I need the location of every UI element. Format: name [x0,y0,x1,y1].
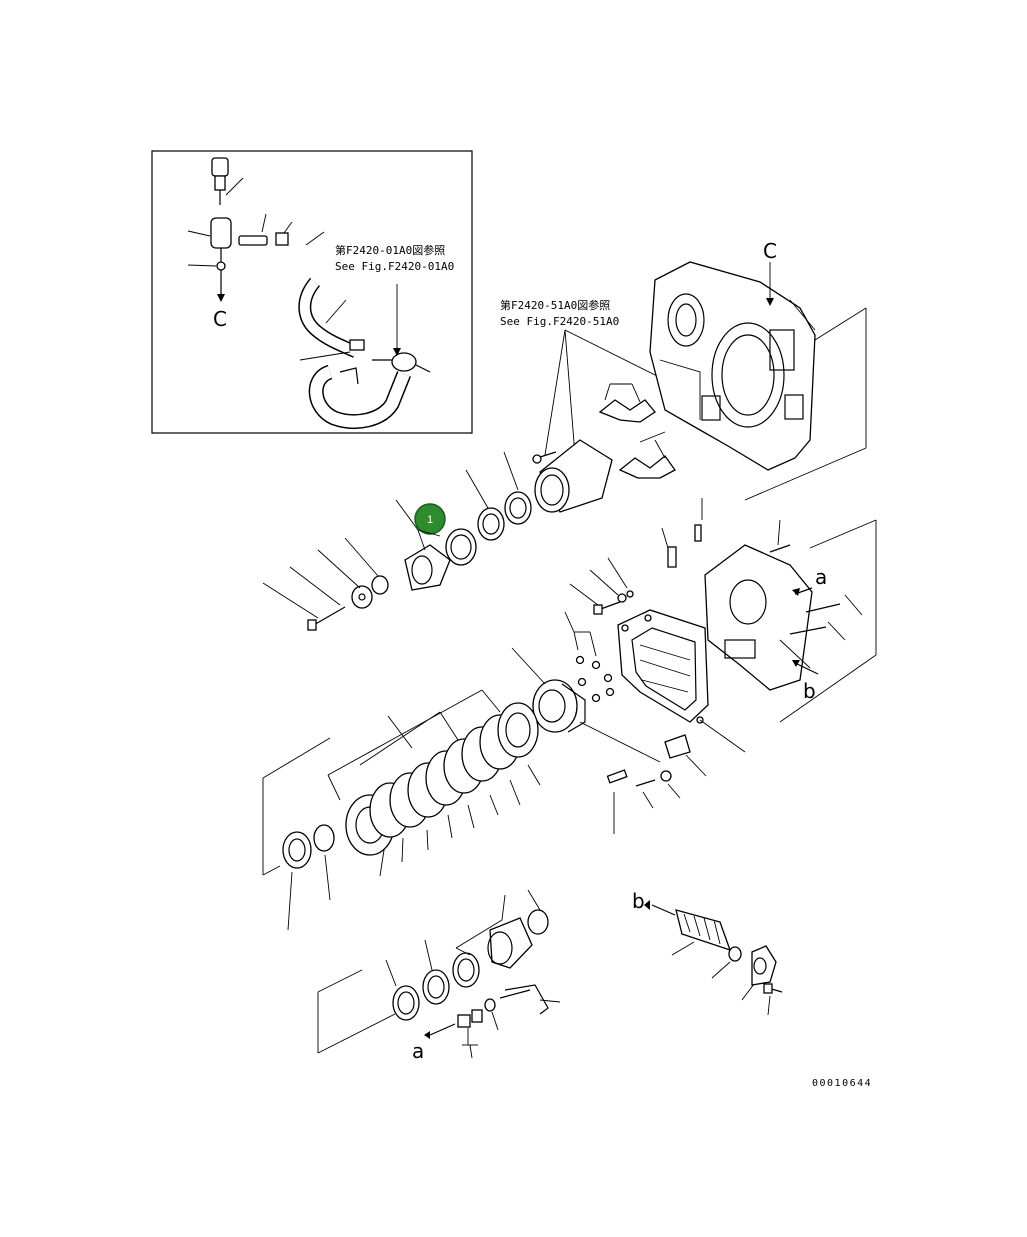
pipe-part [308,284,431,429]
bearing-retainer [511,647,661,763]
letter-a-right: a [815,565,827,589]
main-ref-line2: See Fig.F2420-51A0 [500,315,619,328]
main-ref-leaders [544,329,666,456]
inset-ref-line2: See Fig.F2420-01A0 [335,260,454,273]
bearing-and-snapring [282,824,335,931]
inset-arrow-letter: C [213,307,227,331]
lower-gear-group [317,889,549,1054]
letter-b-right: b [803,679,816,703]
valve-body-part [187,217,232,302]
cover-plate [661,498,877,723]
document-number: 00010644 [812,1078,872,1089]
main-ref-line1: 第F2420-51A0図参照 [500,298,610,312]
letter-c-top: C [763,239,777,263]
callout-marker-1[interactable]: 1 [414,503,446,535]
shift-fork-parts [598,383,676,479]
fitting-parts [238,213,325,278]
dowel-pin-set [564,611,615,703]
upper-shaft-parts [262,439,613,631]
marker-number: 1 [427,514,433,526]
cover-small-parts [606,734,707,834]
inset-ref-line1: 第F2420-01A0図参照 [335,243,445,257]
output-shaft-group [644,900,783,1016]
clutch-pack [262,689,541,877]
hose-part [298,277,365,361]
letter-b-bottom: b [632,889,645,913]
lower-small-parts [424,984,561,1059]
pressure-switch-part [211,157,244,205]
inset-detail-box: C 第F2420-01 [151,150,473,434]
transmission-case [649,261,867,501]
letter-a-bottom: a [412,1039,424,1063]
gasket [569,557,746,753]
